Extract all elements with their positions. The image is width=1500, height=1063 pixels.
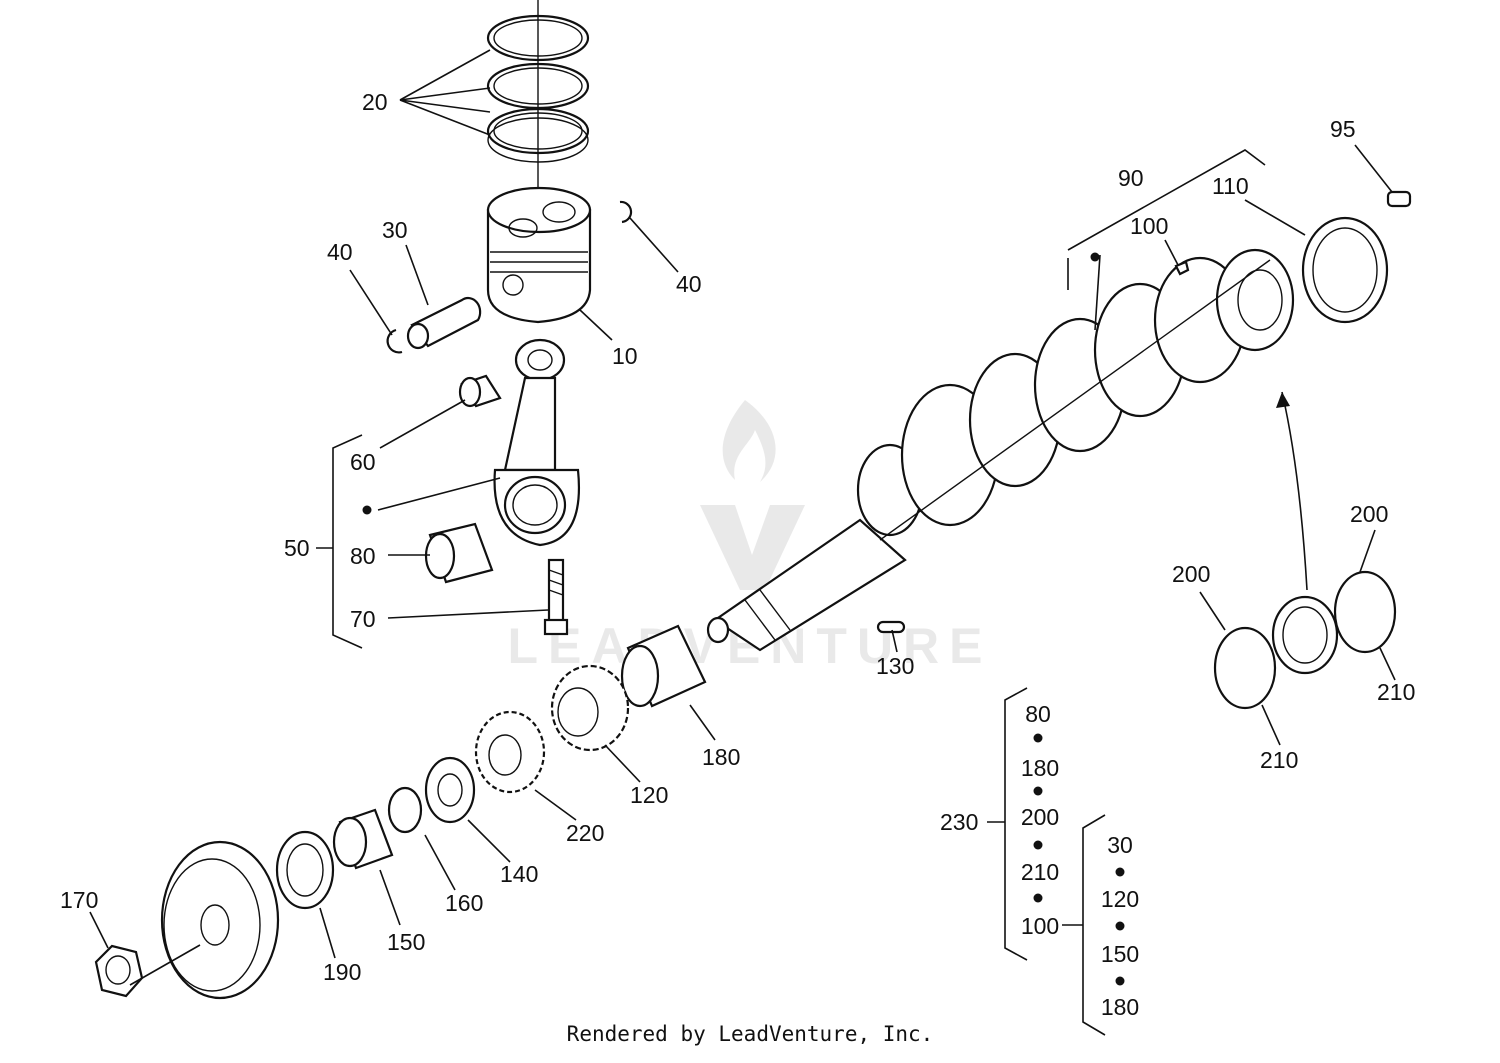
piston [486,186,592,324]
bracket-230 [1004,687,1028,961]
assembly-arrow [1281,391,1308,591]
big-end-bearing [424,522,494,584]
key [876,620,906,634]
oil-seal [275,830,335,910]
label-120: 120 [630,782,668,808]
kit230-item: 180 [1021,755,1059,781]
leader-lines [89,49,1396,986]
crank-nut [94,944,144,998]
label-190: 190 [323,959,361,985]
label-30: 30 [382,217,408,243]
footer-credit: Rendered by LeadVenture, Inc. [566,1022,934,1046]
bullet-90 [1090,252,1100,262]
label-80: 80 [350,543,376,569]
rod-bolt [543,558,569,636]
sleeve [332,808,394,870]
label-200-right: 200 [1350,501,1388,527]
small-end-bush [458,374,502,408]
label-130: 130 [876,653,914,679]
kit230-item: 100 [1021,913,1059,939]
label-60: 60 [350,449,376,475]
label-140: 140 [500,861,538,887]
label-90: 90 [1118,165,1144,191]
kit230-item: 80 [1025,701,1051,727]
kit100-item: 180 [1101,994,1139,1020]
kit100-item: 150 [1101,941,1139,967]
label-210-left: 210 [1260,747,1298,773]
label-20: 20 [362,89,388,115]
kit100-item: 30 [1107,832,1133,858]
label-180: 180 [702,744,740,770]
label-10: 10 [612,343,638,369]
part-labels: 20 30 40 40 10 60 50 80 70 90 95 100 110… [60,89,1415,1020]
logo-v-icon [700,505,805,590]
main-bearing-rear [1301,216,1389,324]
label-200-left: 200 [1172,561,1210,587]
piston-rings [486,0,590,190]
label-40-right: 40 [676,271,702,297]
label-230: 230 [940,809,978,835]
kit230-item: 200 [1021,804,1059,830]
label-70: 70 [350,606,376,632]
label-220: 220 [566,820,604,846]
label-150: 150 [387,929,425,955]
front-bearing [620,624,707,708]
circlip-right [619,200,633,224]
thrust-bearing-set [1213,570,1397,710]
crank-pulley [160,840,280,1000]
label-170: 170 [60,887,98,913]
circlip-left [386,328,403,354]
label-50: 50 [284,535,310,561]
plug [1174,260,1190,276]
kit230-item: 210 [1021,859,1059,885]
flame-icon [722,400,776,482]
label-100: 100 [1130,213,1168,239]
kit100-item: 120 [1101,886,1139,912]
label-110: 110 [1212,173,1249,199]
o-ring [387,786,423,834]
label-210-right: 210 [1377,679,1415,705]
bracket-50 [332,434,363,649]
crank-gear [550,664,630,752]
label-40-left: 40 [327,239,353,265]
piston-pin [406,296,482,350]
arrow-head-icon [1276,392,1290,408]
label-160: 160 [445,890,483,916]
oil-pump-gear [474,710,546,794]
collar [424,756,476,824]
label-95: 95 [1330,116,1356,142]
crankshaft [706,248,1295,652]
connecting-rod [493,338,580,547]
dowel-pin [1386,190,1412,208]
bullet-50 [362,505,372,515]
